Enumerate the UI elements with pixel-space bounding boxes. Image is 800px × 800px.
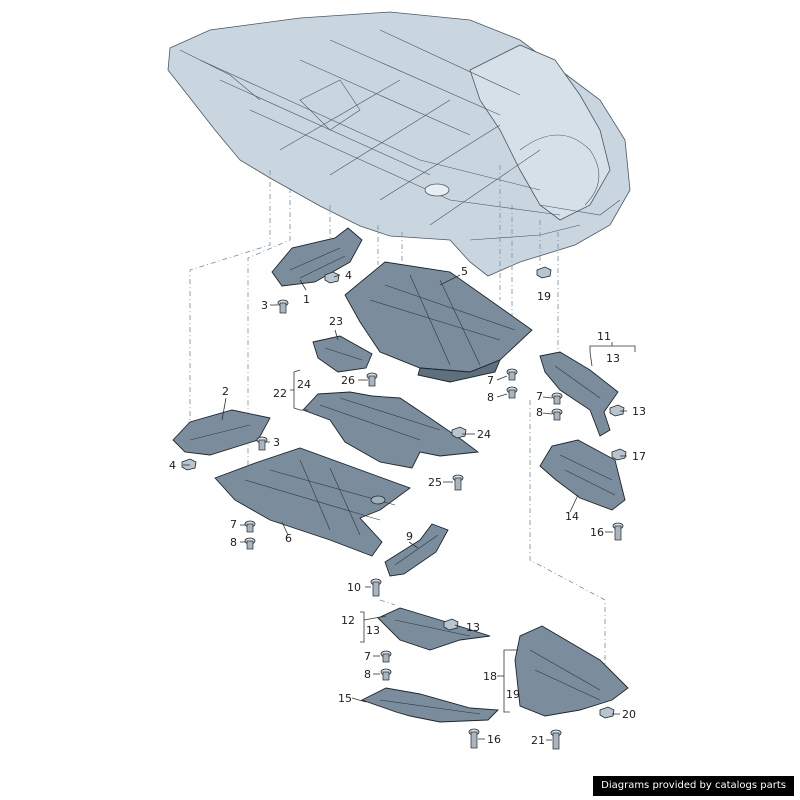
bolt-8a bbox=[506, 386, 518, 399]
callout-7[interactable]: 7 bbox=[364, 650, 371, 663]
callout-1[interactable]: 1 bbox=[303, 293, 310, 306]
callout-8[interactable]: 8 bbox=[487, 391, 494, 404]
part-23-bracket[interactable] bbox=[312, 335, 373, 373]
bolt-21 bbox=[550, 729, 562, 750]
callout-19[interactable]: 19 bbox=[537, 290, 551, 303]
bolt-16b bbox=[468, 728, 480, 749]
callout-25[interactable]: 25 bbox=[428, 476, 442, 489]
callout-6[interactable]: 6 bbox=[285, 532, 292, 545]
callout-14[interactable]: 14 bbox=[565, 510, 579, 523]
callout-8[interactable]: 8 bbox=[230, 536, 237, 549]
callout-23[interactable]: 23 bbox=[329, 315, 343, 328]
bolt-8c bbox=[244, 537, 256, 550]
nut-4a bbox=[324, 271, 340, 284]
bolt-8b bbox=[551, 408, 563, 421]
part-14-wheelhouse-shield[interactable] bbox=[539, 439, 626, 511]
callout-26[interactable]: 26 bbox=[341, 374, 355, 387]
clip-13b bbox=[443, 618, 459, 631]
part-1-shield[interactable] bbox=[271, 227, 363, 287]
callout-4[interactable]: 4 bbox=[169, 459, 176, 472]
callout-11[interactable]: 11 bbox=[597, 330, 611, 343]
callout-16[interactable]: 16 bbox=[590, 526, 604, 539]
part-6-lower-panel[interactable] bbox=[214, 447, 411, 557]
fasteners bbox=[181, 266, 627, 750]
bolt-25 bbox=[452, 474, 464, 491]
bolt-7a bbox=[506, 368, 518, 381]
vehicle-underbody bbox=[167, 11, 631, 277]
callout-7[interactable]: 7 bbox=[536, 390, 543, 403]
bolt-10 bbox=[370, 578, 382, 597]
bolt-7d bbox=[380, 650, 392, 663]
bolt-7c bbox=[244, 520, 256, 533]
callout-19[interactable]: 19 bbox=[506, 688, 520, 701]
bolt-8d bbox=[380, 668, 392, 681]
callout-13[interactable]: 13 bbox=[632, 405, 646, 418]
part-22-tunnel-panel[interactable] bbox=[302, 391, 480, 469]
callout-7[interactable]: 7 bbox=[487, 374, 494, 387]
callout-10[interactable]: 10 bbox=[347, 581, 361, 594]
clip-24 bbox=[451, 426, 467, 439]
callout-21[interactable]: 21 bbox=[531, 734, 545, 747]
callout-leaders bbox=[183, 274, 636, 741]
callout-13[interactable]: 13 bbox=[366, 624, 380, 637]
callout-18[interactable]: 18 bbox=[483, 670, 497, 683]
callout-20[interactable]: 20 bbox=[622, 708, 636, 721]
part-5-center-panel[interactable] bbox=[344, 261, 533, 383]
callout-3[interactable]: 3 bbox=[261, 299, 268, 312]
nut-20 bbox=[599, 706, 615, 719]
bolt-3a bbox=[277, 299, 289, 314]
callout-labels: 1 2 3 3 4 4 5 6 7 7 7 7 8 8 8 8 9 10 11 … bbox=[169, 265, 646, 747]
callout-3[interactable]: 3 bbox=[273, 436, 280, 449]
bolt-26 bbox=[366, 372, 378, 387]
callout-17[interactable]: 17 bbox=[632, 450, 646, 463]
part-15-rear-strut[interactable] bbox=[360, 687, 500, 723]
callout-4[interactable]: 4 bbox=[345, 269, 352, 282]
callout-13[interactable]: 13 bbox=[606, 352, 620, 365]
bolt-16a bbox=[612, 522, 624, 541]
clip-19 bbox=[536, 266, 552, 279]
part-12-rail-cover[interactable] bbox=[377, 607, 491, 651]
nut-4b bbox=[181, 458, 197, 471]
callout-16[interactable]: 16 bbox=[487, 733, 501, 746]
credit-text: Diagrams provided by catalogs parts bbox=[601, 780, 786, 791]
bolt-3b bbox=[256, 436, 268, 451]
callout-12[interactable]: 12 bbox=[341, 614, 355, 627]
part-18-rear-shield[interactable] bbox=[514, 625, 629, 717]
callout-22[interactable]: 22 bbox=[273, 387, 287, 400]
callout-8[interactable]: 8 bbox=[364, 668, 371, 681]
callout-15[interactable]: 15 bbox=[338, 692, 352, 705]
credit-banner: Diagrams provided by catalogs parts bbox=[593, 776, 794, 796]
callout-7[interactable]: 7 bbox=[230, 518, 237, 531]
part-11-side-trim[interactable] bbox=[539, 351, 619, 437]
callout-24[interactable]: 24 bbox=[297, 378, 311, 391]
callout-13[interactable]: 13 bbox=[466, 621, 480, 634]
callout-2[interactable]: 2 bbox=[222, 385, 229, 398]
part-2-side-shield[interactable] bbox=[172, 409, 271, 456]
callout-8[interactable]: 8 bbox=[536, 406, 543, 419]
clip-13 bbox=[609, 404, 625, 417]
part-9-strut[interactable] bbox=[384, 523, 449, 577]
clip-17 bbox=[611, 448, 627, 461]
callout-24[interactable]: 24 bbox=[477, 428, 491, 441]
callout-9[interactable]: 9 bbox=[406, 530, 413, 543]
bolt-7b bbox=[551, 392, 563, 405]
callout-5[interactable]: 5 bbox=[461, 265, 468, 278]
